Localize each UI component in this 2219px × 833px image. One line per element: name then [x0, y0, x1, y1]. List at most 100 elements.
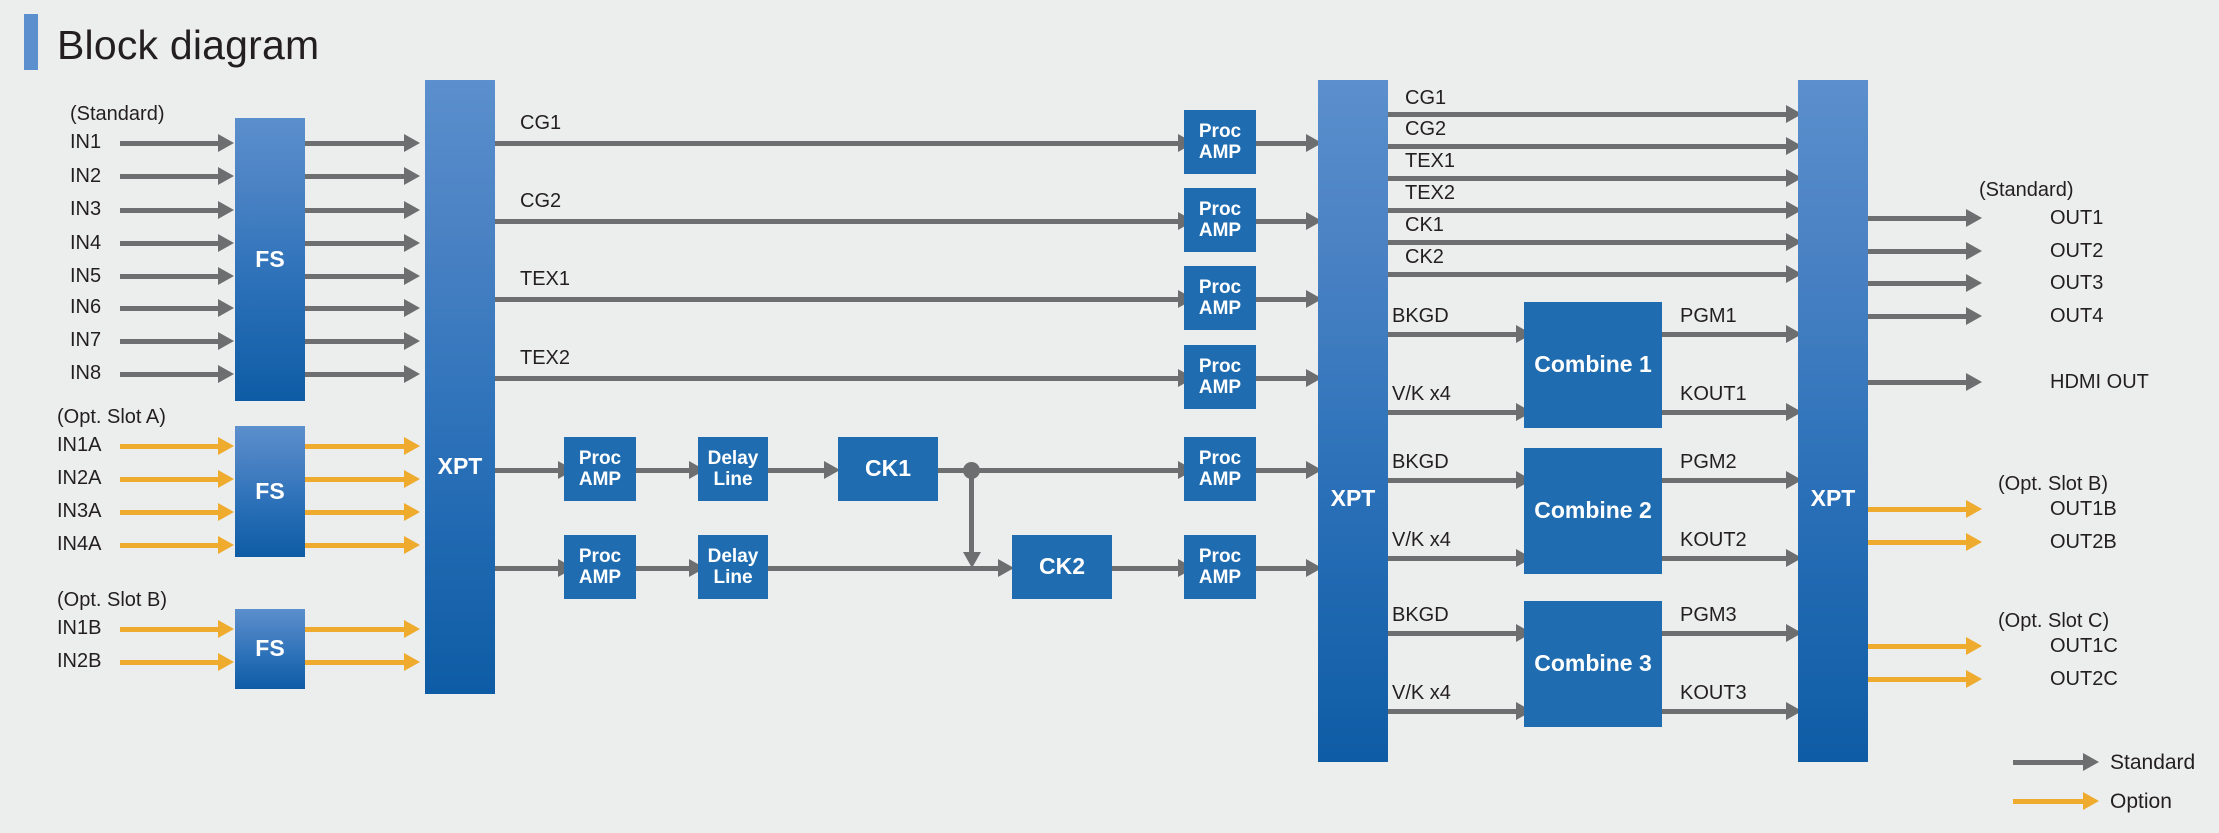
connector-combine2-kout2: [1662, 556, 1788, 561]
connector-procamp-ck2-xptmid: [1256, 566, 1308, 571]
xptmid-signal-label-cg2: CG2: [1405, 118, 1447, 140]
connector-ck1-branch-down: [969, 468, 974, 556]
block-combine2-label: Combine 2: [1534, 497, 1652, 524]
connector-out1c: [1868, 644, 1968, 649]
combine2-output-kout2-label: KOUT2: [1680, 529, 1747, 551]
block-proc-amp-ck2-line1: Proc: [578, 545, 622, 567]
connector-in1a: [120, 444, 220, 449]
arrow-fs1-xpt-4: [404, 234, 420, 252]
arrow-in8: [218, 365, 234, 383]
connector-out2c: [1868, 677, 1968, 682]
connector-fsa-xpt-4: [305, 543, 405, 548]
connector-procamp-delay-ck2: [636, 566, 691, 571]
connector-fs1-xpt-7: [305, 339, 405, 344]
block-delay-line-ck1-line2: Line: [713, 469, 753, 490]
block-proc-amp-ck1-out: Proc AMP: [1184, 437, 1256, 501]
block-ck1-label: CK1: [864, 455, 911, 482]
legend-option-arrow-icon: [2083, 792, 2099, 810]
connector-ck2-out: [1112, 566, 1180, 571]
arrow-out1: [1966, 209, 1982, 227]
block-xpt-mid: XPT: [1318, 80, 1388, 762]
block-xpt-output: XPT: [1798, 80, 1868, 762]
arrow-in1b: [218, 620, 234, 638]
input-label-in2a: IN2A: [57, 467, 102, 489]
connector-procamp-cg1-xptmid: [1256, 141, 1308, 146]
connector-in8: [120, 372, 220, 377]
block-fs-opt-slot-b: FS: [235, 609, 305, 689]
signal-label-tex2: TEX2: [520, 347, 571, 369]
connector-out2b: [1868, 540, 1968, 545]
connector-fs1-xpt-4: [305, 241, 405, 246]
xptmid-signal-label-tex2: TEX2: [1405, 182, 1456, 204]
arrow-in6: [218, 299, 234, 317]
connector-in7: [120, 339, 220, 344]
connector-out1b: [1868, 507, 1968, 512]
block-fs-standard: FS: [235, 118, 305, 401]
connector-combine1-pgm1: [1662, 332, 1788, 337]
xptmid-signal-label-ck1: CK1: [1405, 214, 1444, 236]
arrow-fs1-xpt-6: [404, 299, 420, 317]
block-fs-opt-slot-b-label: FS: [255, 635, 285, 662]
arrow-fs1-xpt-5: [404, 267, 420, 285]
connector-combine2-vk: [1388, 556, 1518, 561]
connector-cg1: [495, 141, 1180, 146]
block-proc-amp-cg1: Proc AMP: [1184, 110, 1256, 174]
output-label-out1b: OUT1B: [2050, 498, 2117, 520]
combine1-input-vk-label: V/K x4: [1392, 383, 1451, 405]
block-proc-amp-ck1-line2: AMP: [578, 469, 622, 490]
connector-cg2: [495, 219, 1180, 224]
legend-option-line: [2013, 799, 2085, 804]
block-delay-line-ck2-line2: Line: [713, 567, 753, 588]
output-label-out2: OUT2: [2050, 240, 2104, 262]
output-label-out1: OUT1: [2050, 207, 2104, 229]
xptmid-signal-label-cg1: CG1: [1405, 87, 1447, 109]
arrow-fs1-xpt-7: [404, 332, 420, 350]
connector-tex2: [495, 376, 1180, 381]
combine1-output-kout1-label: KOUT1: [1680, 383, 1747, 405]
input-label-in2b: IN2B: [57, 650, 102, 672]
block-proc-amp-ck1-out-line1: Proc: [1198, 447, 1242, 469]
block-proc-amp-tex1: Proc AMP: [1184, 266, 1256, 330]
connector-in1: [120, 141, 220, 146]
combine2-input-vk-label: V/K x4: [1392, 529, 1451, 551]
combine3-input-vk-label: V/K x4: [1392, 682, 1451, 704]
block-proc-amp-ck2-out: Proc AMP: [1184, 535, 1256, 599]
block-xpt-input-label: XPT: [437, 453, 483, 479]
output-group-standard-label: (Standard): [1979, 179, 2074, 201]
connector-delay-ck1: [768, 468, 826, 473]
block-proc-amp-tex2-line1: Proc: [1198, 355, 1242, 377]
input-label-in3: IN3: [70, 198, 102, 220]
block-proc-amp-cg2: Proc AMP: [1184, 188, 1256, 252]
connector-procamp-tex2-xptmid: [1256, 376, 1308, 381]
block-ck1: CK1: [838, 437, 938, 501]
connector-fsa-xpt-2: [305, 477, 405, 482]
arrow-fsb-xpt-2: [404, 653, 420, 671]
output-label-out2b: OUT2B: [2050, 531, 2117, 553]
input-label-in6: IN6: [70, 296, 102, 318]
connector-xptmid-cg2: [1388, 144, 1788, 149]
output-label-out3: OUT3: [2050, 272, 2104, 294]
connector-combine1-bkgd: [1388, 332, 1518, 337]
block-delay-line-ck2-line1: Delay: [707, 545, 759, 567]
block-proc-amp-tex1-line2: AMP: [1198, 298, 1242, 319]
arrow-fsa-xpt-2: [404, 470, 420, 488]
input-group-standard-label: (Standard): [70, 103, 165, 125]
arrow-in2a: [218, 470, 234, 488]
connector-fsb-xpt-2: [305, 660, 405, 665]
input-label-in5: IN5: [70, 265, 102, 287]
combine2-output-pgm2-label: PGM2: [1680, 451, 1737, 473]
input-label-in1: IN1: [70, 131, 102, 153]
block-proc-amp-cg2-line2: AMP: [1198, 220, 1242, 241]
connector-fs1-xpt-2: [305, 174, 405, 179]
block-proc-amp-cg1-line2: AMP: [1198, 142, 1242, 163]
connector-combine1-vk: [1388, 410, 1518, 415]
output-group-opt-slot-c-label: (Opt. Slot C): [1998, 610, 2110, 632]
arrow-in7: [218, 332, 234, 350]
connector-out3: [1868, 281, 1968, 286]
connector-out1: [1868, 216, 1968, 221]
connector-xptmid-cg1: [1388, 112, 1788, 117]
connector-fsa-xpt-1: [305, 444, 405, 449]
connector-fsa-xpt-3: [305, 510, 405, 515]
input-label-in4a: IN4A: [57, 533, 102, 555]
